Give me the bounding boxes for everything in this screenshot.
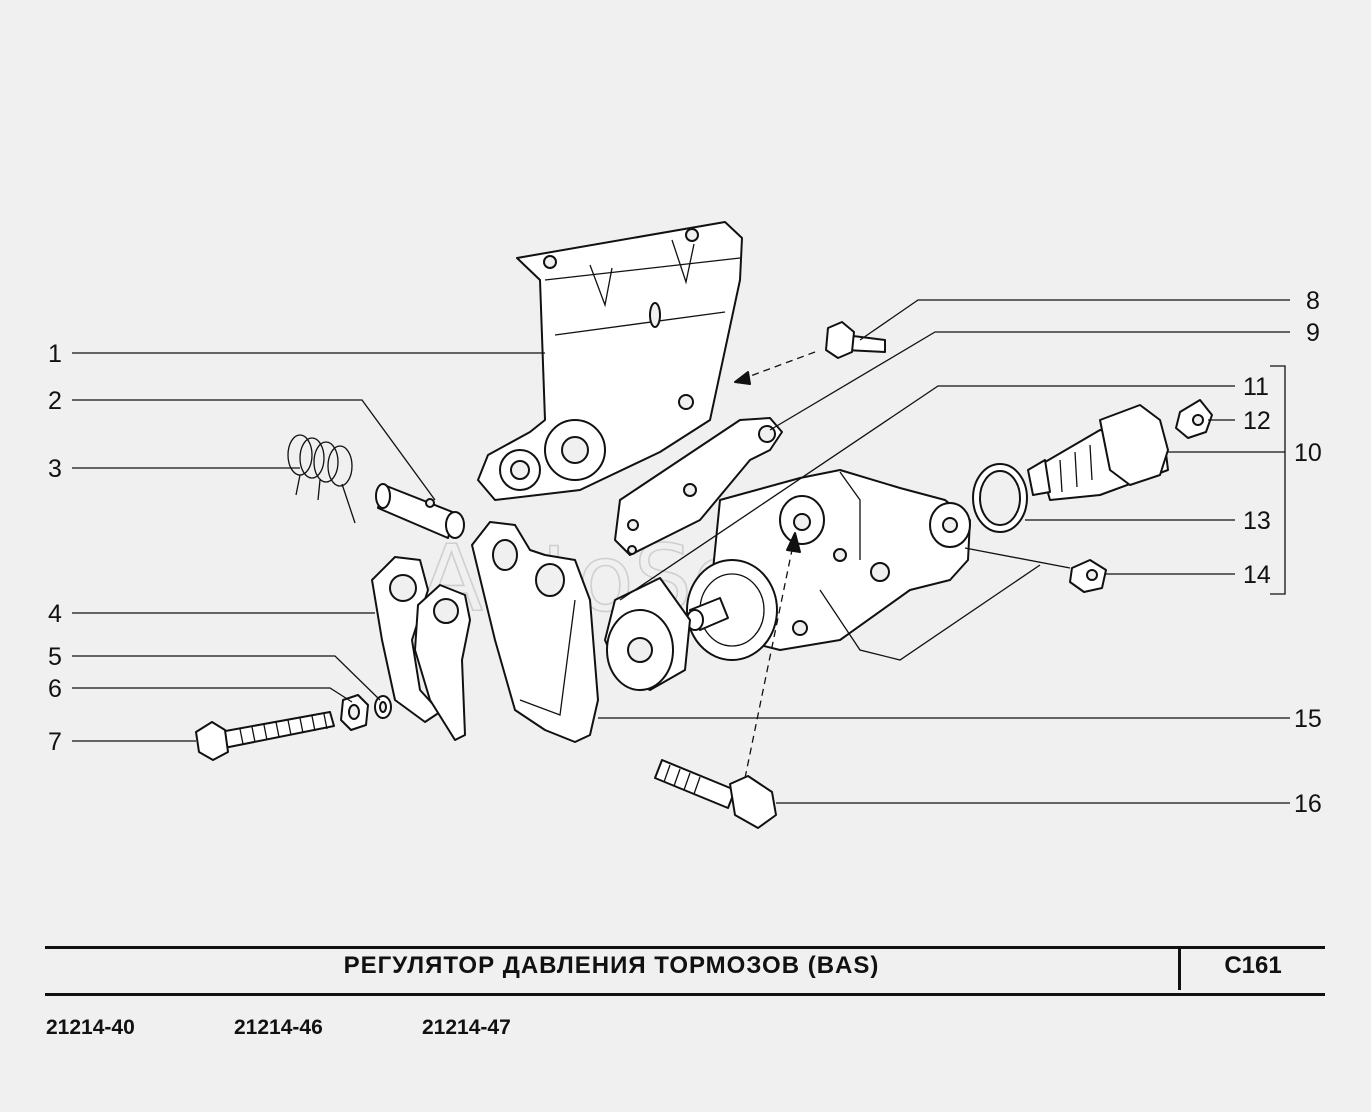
part-1-bracket: [477, 221, 743, 501]
callout-5: 5: [48, 643, 62, 671]
arrow-dashed-8: [744, 351, 816, 379]
part-4-lever: [371, 556, 471, 741]
model-number: 21214-40: [46, 1016, 135, 1039]
callout-4: 4: [48, 600, 62, 628]
part-16-bolt: [654, 759, 777, 829]
arrow-head-8: [734, 371, 751, 385]
callout-7: 7: [48, 728, 62, 756]
callout-11: 11: [1243, 373, 1269, 401]
arrow-dashed-16: [744, 544, 794, 779]
part-11-roller: [604, 577, 691, 691]
callout-8: 8: [1306, 287, 1320, 315]
diagram-title: РЕГУЛЯТОР ДАВЛЕНИЯ ТОРМОЗОВ (BAS): [343, 952, 880, 979]
leader-lines-left: [72, 352, 545, 742]
part-11-regulator-body: [686, 469, 971, 661]
part-15-lever-plate: [471, 521, 599, 743]
callout-3: 3: [48, 455, 62, 483]
callout-10: 10: [1294, 439, 1322, 467]
callout-2: 2: [48, 387, 62, 415]
part-8-bolt: [825, 321, 886, 359]
part-6-nut: [340, 694, 369, 731]
callout-13: 13: [1243, 507, 1271, 535]
model-number: 21214-47: [422, 1016, 511, 1039]
part-5-washer: [374, 695, 392, 719]
callout-12: 12: [1243, 407, 1271, 435]
part-13-o-ring: [972, 463, 1028, 533]
title-frame: [45, 946, 1325, 996]
part-2-pin: [375, 483, 465, 539]
part-12-plug: [1175, 399, 1213, 439]
callout-9: 9: [1306, 319, 1320, 347]
leader-lines-right: [598, 299, 1290, 804]
model-number: 21214-46: [234, 1016, 323, 1039]
part-10-valve-cap: [1027, 404, 1169, 501]
part-9-plate: [614, 417, 783, 556]
callout-15: 15: [1294, 705, 1322, 733]
callout-6: 6: [48, 675, 62, 703]
title-divider: [1178, 946, 1181, 990]
diagram-code: C161: [1224, 952, 1282, 979]
arrow-head-16: [786, 532, 801, 553]
callout-14: 14: [1243, 561, 1271, 589]
part-7-bolt: [195, 711, 335, 761]
part-3-spring: [287, 434, 356, 524]
callout-1: 1: [48, 340, 62, 368]
callout-16: 16: [1294, 790, 1322, 818]
part-14-cap: [1069, 559, 1107, 593]
